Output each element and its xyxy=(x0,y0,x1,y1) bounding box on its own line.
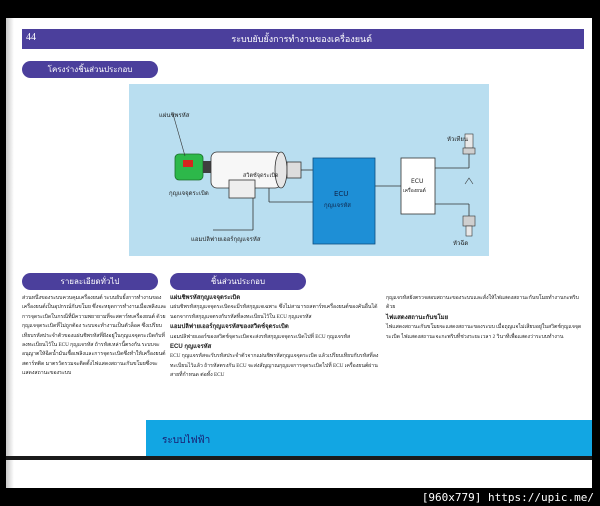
overview-text-column: ส่วนหนึ่งของระบบควบคุมเครื่องยนต์ ระบบยั… xyxy=(22,294,168,379)
label-chip: แผ่นชิพรหัส xyxy=(159,112,190,119)
ignition-switch-icon xyxy=(210,151,302,199)
part-heading-3: ECU กุญแจรหัส xyxy=(170,344,212,351)
spark-plug-icon xyxy=(462,133,476,185)
right-text-column: กุญแจรหัสยังตรวจสอบสถานะของระบบและสั่งให… xyxy=(386,294,582,342)
label-switch: สวิตช์จุดระเบิด xyxy=(243,173,279,179)
part-heading-2: แอมปลิฟายเออร์กุญแจรหัสของสวิตช์จุดระเบิ… xyxy=(170,324,289,331)
section-title-parts: ชิ้นส่วนประกอบ xyxy=(170,273,306,290)
label-amp: แอมปลิฟายเออร์กุญแจรหัส xyxy=(191,236,261,243)
page-gutter-shadow xyxy=(6,18,14,488)
ignition-key-icon xyxy=(174,153,211,181)
page-header: 44 ระบบยับยั้งการทำงานของเครื่องยนต์ xyxy=(22,29,584,49)
right-heading: ไฟแสดงสถานะกันขโมย xyxy=(386,314,449,321)
part-text-3: ECU กุญแจรหัสจะรับรหัสประจำตัวจากแผ่นชิพ… xyxy=(170,353,379,379)
watermark: [960x779] https://upic.me/ xyxy=(421,491,594,504)
label-ecu-engine: ECU xyxy=(411,178,424,185)
label-sparkplug: หัวเทียน xyxy=(447,136,468,143)
label-ecu-code-sub: กุญแจรหัส xyxy=(324,202,351,209)
footer-bar: ระบบไฟฟ้า xyxy=(146,420,592,458)
label-ecu-code: ECU xyxy=(334,190,349,198)
label-ecu-engine-sub: เครื่องยนต์ xyxy=(403,188,426,194)
ecu-code-box xyxy=(312,157,376,245)
part-text-1: แผ่นชิพรหัสกุญแจจุดระเบิดจะมีรหัสกุญแจเฉ… xyxy=(170,304,378,320)
overview-paragraph: ส่วนหนึ่งของระบบควบคุมเครื่องยนต์ ระบบยั… xyxy=(22,295,167,377)
section-title-overview: รายละเอียดทั่วไป xyxy=(22,273,158,290)
right-text: ไฟแสดงสถานะกันขโมยจะแสดงสถานะของระบบ เมื… xyxy=(386,324,582,340)
right-lead-text: กุญแจรหัสยังตรวจสอบสถานะของระบบและสั่งให… xyxy=(386,295,579,311)
section-title-components: โครงร่างชิ้นส่วนประกอบ xyxy=(22,61,158,78)
manual-page: 44 ระบบยับยั้งการทำงานของเครื่องยนต์ โคร… xyxy=(6,18,592,488)
part-heading-1: แผ่นชิพรหัสกุญแจจุดระเบิด xyxy=(170,295,241,301)
footer-rule xyxy=(6,456,592,460)
parts-text-column: แผ่นชิพรหัสกุญแจจุดระเบิด แผ่นชิพรหัสกุญ… xyxy=(170,293,380,381)
footer-title: ระบบไฟฟ้า xyxy=(162,435,211,446)
part-text-2: แอมปลิฟายเออร์ของสวิตช์จุดระเบิดจะส่งรหั… xyxy=(170,333,351,340)
immobiliser-diagram: แผ่นชิพรหัส กุญแจจุดระเบิด สวิตช์จุดระเบ… xyxy=(129,84,489,256)
page-number: 44 xyxy=(26,32,36,43)
chapter-title: ระบบยับยั้งการทำงานของเครื่องยนต์ xyxy=(231,34,372,44)
label-key: กุญแจจุดระเบิด xyxy=(169,190,209,197)
ecu-engine-box xyxy=(400,157,436,215)
label-injector: หัวฉีด xyxy=(453,240,469,247)
injector-icon xyxy=(462,215,476,237)
